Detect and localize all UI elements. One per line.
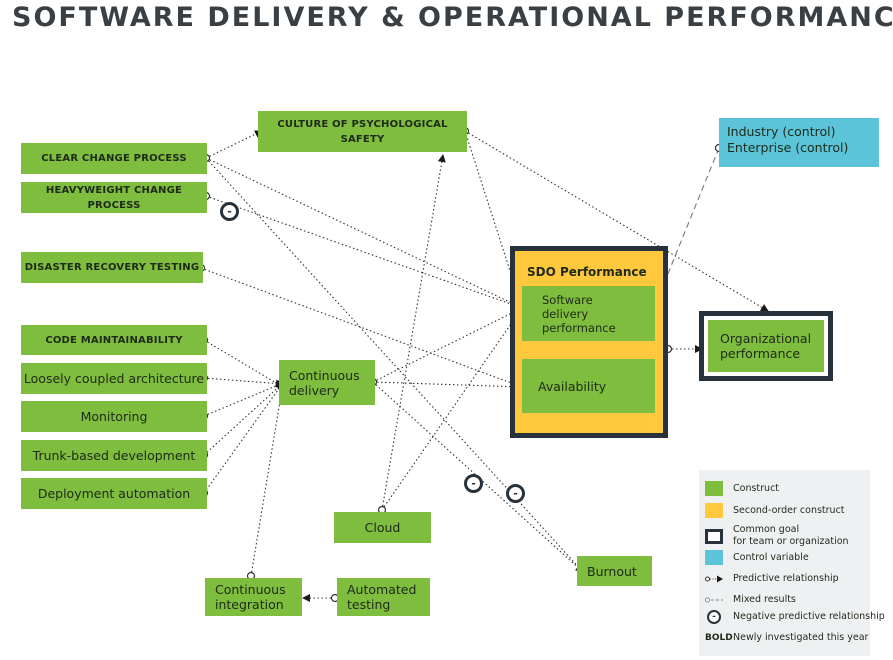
legend-control-variable: Control variable xyxy=(705,550,809,565)
node-culture-of-psychological-safety: CULTURE OF PSYCHOLOGICAL SAFETY xyxy=(258,111,467,152)
negative-marker-burnout-cd: - xyxy=(464,474,483,493)
sdo-performance-title: SDO Performance xyxy=(527,265,647,279)
mixed-results-icon xyxy=(705,597,723,603)
node-trunk-based-development: Trunk-based development xyxy=(21,440,207,471)
legend-negative: - Negative predictive relationship xyxy=(705,610,885,624)
node-monitoring: Monitoring xyxy=(21,401,207,432)
node-clear-change-process: CLEAR CHANGE PROCESS xyxy=(21,143,207,174)
legend-common-goal-swatch xyxy=(705,528,723,544)
legend-construct: Construct xyxy=(705,481,779,496)
page-title: SOFTWARE DELIVERY & OPERATIONAL PERFORMA… xyxy=(12,2,893,33)
node-deployment-automation: Deployment automation xyxy=(21,478,207,509)
legend-construct-swatch xyxy=(705,481,723,496)
legend-mixed: Mixed results xyxy=(705,594,796,606)
negative-marker-heavyweight: - xyxy=(220,202,239,221)
node-burnout: Burnout xyxy=(577,556,652,586)
node-code-maintainability: CODE MAINTAINABILITY xyxy=(21,325,207,355)
node-availability: Availability xyxy=(522,359,655,413)
node-cloud: Cloud xyxy=(334,512,431,543)
legend-bold: BOLD Newly investigated this year xyxy=(705,632,869,643)
node-loosely-coupled-architecture: Loosely coupled architecture xyxy=(21,363,207,394)
node-disaster-recovery-testing: DISASTER RECOVERY TESTING xyxy=(21,252,203,283)
legend-predictive: Predictive relationship xyxy=(705,573,839,585)
predictive-arrow-icon xyxy=(705,575,723,583)
legend: Construct Second-order construct Common … xyxy=(699,470,885,656)
negative-marker-burnout-ccp: - xyxy=(506,484,525,503)
node-control-variables: Industry (control) Enterprise (control) xyxy=(719,118,879,167)
node-heavyweight-change-process: HEAVYWEIGHT CHANGE PROCESS xyxy=(21,182,207,213)
legend-second-order: Second-order construct xyxy=(705,503,845,518)
legend-control-swatch xyxy=(705,550,723,565)
negative-relationship-icon: - xyxy=(707,610,721,624)
legend-second-order-swatch xyxy=(705,503,723,518)
